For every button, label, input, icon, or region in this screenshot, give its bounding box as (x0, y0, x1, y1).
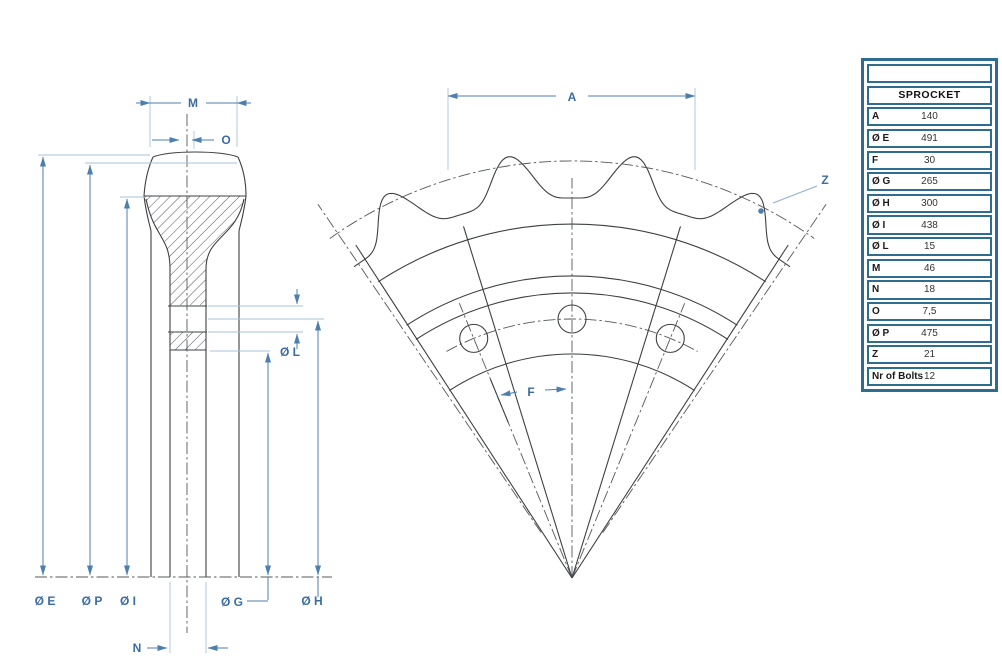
spec-row-value: 46 (923, 262, 936, 274)
spec-row: F 30 (867, 150, 992, 170)
spec-row: Ø H 300 (867, 193, 992, 213)
spec-row-value: 475 (921, 327, 938, 339)
spec-row: O 7,5 (867, 302, 992, 322)
spec-row-value: 30 (923, 154, 936, 166)
dim-label-a: A (568, 90, 577, 104)
spec-row-value: 7,5 (922, 306, 937, 318)
spec-row: Ø P 475 (867, 323, 992, 343)
spec-row-value: 140 (921, 111, 938, 123)
section-view (35, 114, 332, 633)
spec-row-value: 18 (923, 284, 936, 296)
dim-label-n: N (133, 641, 142, 655)
dim-label-f: F (527, 385, 534, 399)
spec-row-label: A (872, 111, 880, 123)
spec-row-label: Ø G (872, 176, 891, 188)
spec-row: Z 21 (867, 345, 992, 365)
spec-row-value: 21 (923, 349, 936, 361)
dim-label-dia-i: Ø I (120, 594, 136, 608)
spec-row-value: 300 (921, 197, 938, 209)
spec-row-label: M (872, 262, 881, 274)
spec-row-label: Ø P (872, 327, 890, 339)
spec-row: A 140 (867, 107, 992, 127)
spec-row-label: N (872, 284, 880, 296)
spec-row: Ø G 265 (867, 172, 992, 192)
spec-row-value: 265 (921, 176, 938, 188)
fan-view (317, 156, 827, 579)
dim-label-dia-e: Ø E (35, 594, 56, 608)
spec-table: SPROCKET A 140 Ø E 491 F 30 Ø G 265 Ø H … (861, 58, 998, 392)
dim-label-dia-p: Ø P (82, 594, 103, 608)
dimension-lines (38, 88, 818, 653)
spec-row-value: 438 (921, 219, 938, 231)
spec-row: M 46 (867, 258, 992, 278)
spec-row-label: F (872, 154, 879, 166)
spec-row: Ø I 438 (867, 215, 992, 235)
spec-row: Ø L 15 (867, 237, 992, 257)
dim-label-o: O (221, 133, 230, 147)
spec-row: Nr of Bolts 12 (867, 366, 992, 387)
spec-row-label: Z (872, 349, 879, 361)
spec-row-label: Nr of Bolts (872, 371, 924, 383)
spec-row-label: Ø I (872, 219, 886, 231)
spec-table-header: SPROCKET (867, 85, 992, 105)
dim-label-dia-h: Ø H (301, 594, 322, 608)
spec-row-label: O (872, 306, 880, 318)
dim-label-dia-g: Ø G (221, 595, 243, 609)
spec-row-label: Ø L (872, 241, 889, 253)
spec-row-label: Ø E (872, 132, 890, 144)
spec-row: N 18 (867, 280, 992, 300)
spec-row: Ø E 491 (867, 128, 992, 149)
dimension-labels: M O Ø L Ø E Ø P Ø I N Ø G Ø H A F Z (35, 90, 829, 655)
dim-label-z: Z (821, 173, 828, 187)
spec-table-empty-row (867, 64, 992, 84)
dim-label-m: M (188, 96, 198, 110)
spec-row-value: 15 (923, 241, 936, 253)
spec-row-value: 12 (923, 371, 936, 383)
spec-table-title: SPROCKET (898, 89, 961, 102)
spec-row-value: 491 (921, 132, 938, 144)
spec-row-label: Ø H (872, 197, 890, 209)
dim-label-dia-l: Ø L (280, 345, 300, 359)
